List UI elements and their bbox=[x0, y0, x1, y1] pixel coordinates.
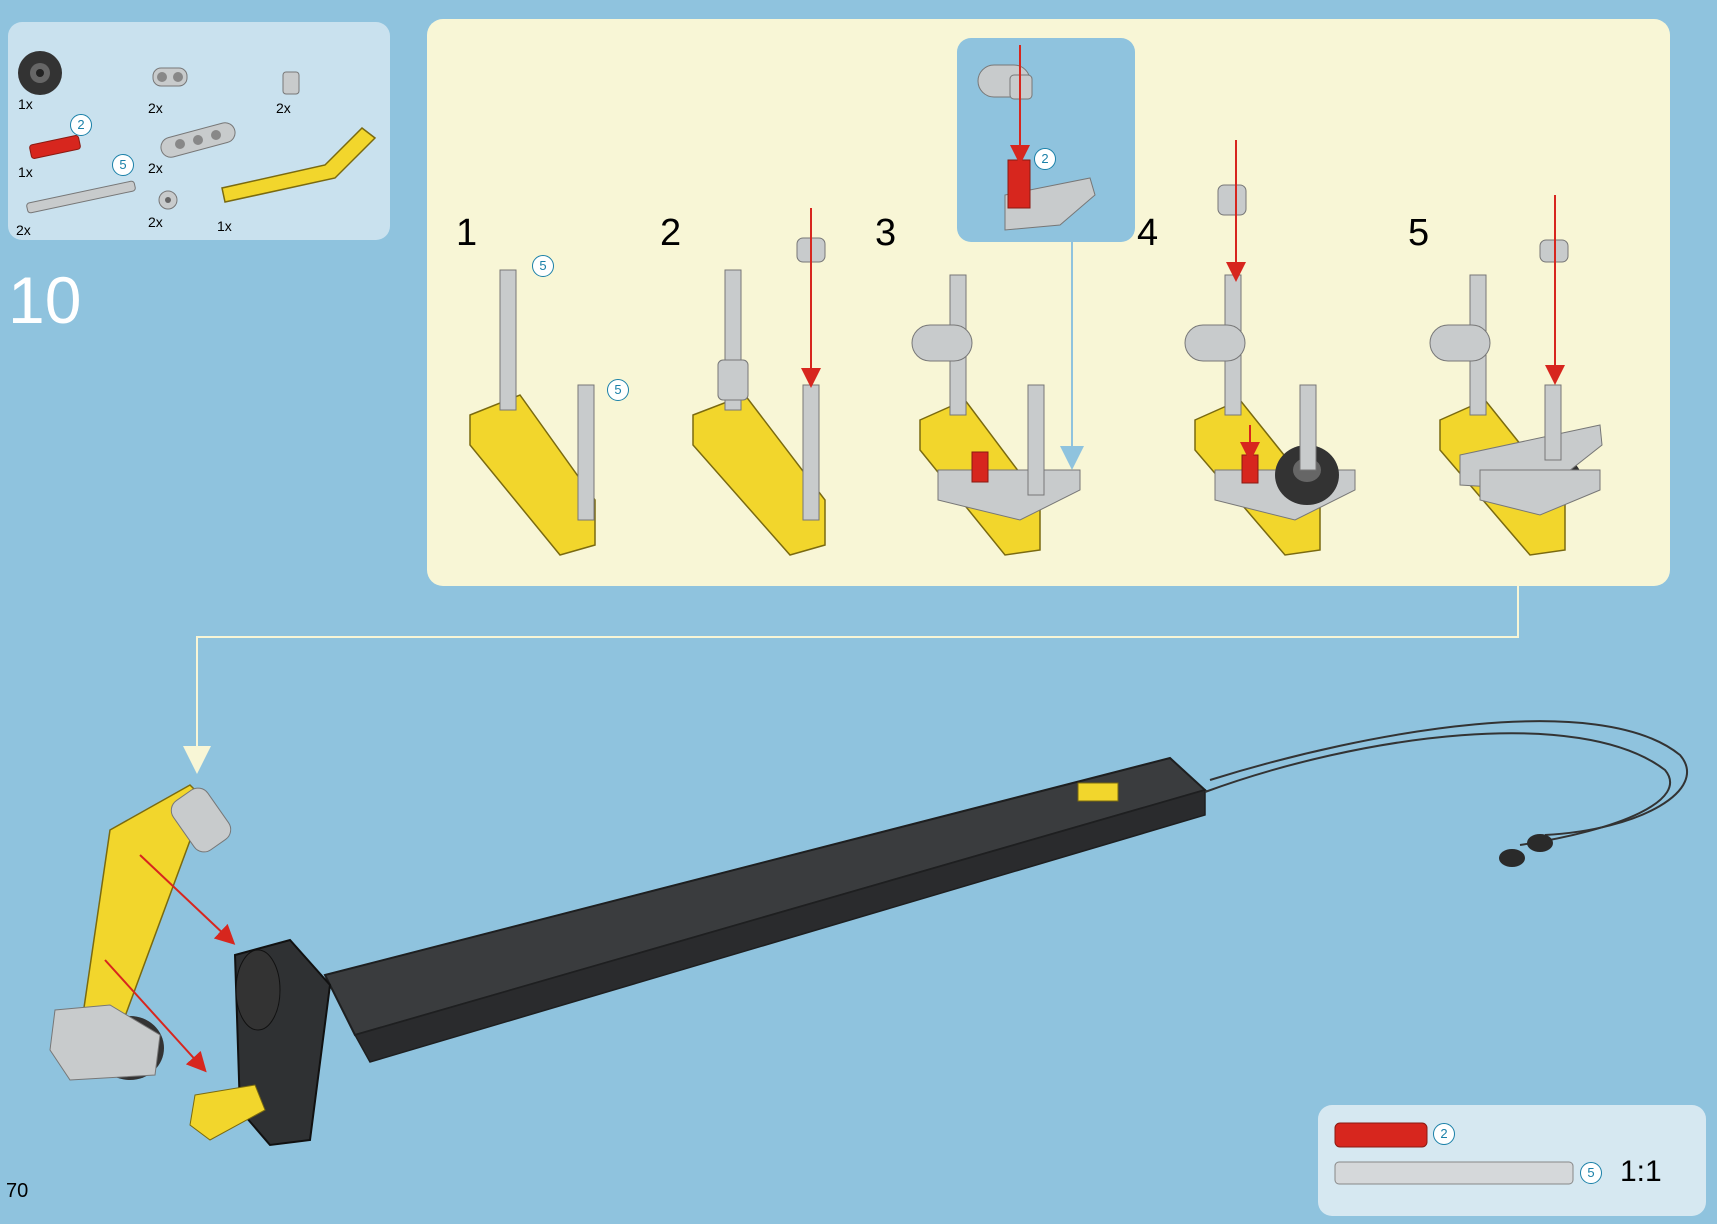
substep-number: 1 bbox=[456, 212, 478, 254]
red-axle-icon bbox=[29, 135, 81, 159]
length-callout-badge: 2 bbox=[1433, 1123, 1455, 1145]
bushing-icon bbox=[282, 71, 300, 95]
substep-number: 5 bbox=[1408, 212, 1430, 254]
substep-3-model bbox=[911, 274, 1081, 556]
substep-1-model bbox=[469, 269, 596, 556]
attached-subassembly-model bbox=[49, 784, 266, 1141]
parts-qty: 2x bbox=[16, 222, 31, 238]
page-number: 70 bbox=[6, 1180, 29, 1202]
main-step-number: 10 bbox=[8, 263, 82, 337]
substep-4-model bbox=[1184, 140, 1356, 556]
main-crane-boom-model bbox=[233, 720, 1688, 1147]
length-callout-badge: 2 bbox=[70, 114, 92, 136]
yellow-bent-beam-icon bbox=[221, 127, 377, 203]
substep-number: 4 bbox=[1137, 212, 1159, 254]
length-callout-badge: 5 bbox=[607, 379, 629, 401]
length-callout-badge: 5 bbox=[112, 154, 134, 176]
beam-3-icon bbox=[160, 122, 236, 158]
scale-label: 1:1 bbox=[1620, 1155, 1662, 1188]
axle-5-icon bbox=[26, 180, 136, 214]
axle-pin-connector-icon bbox=[152, 67, 188, 87]
substep-5-model bbox=[1429, 195, 1603, 556]
parts-qty: 2x bbox=[148, 160, 163, 176]
wheel-rim-icon bbox=[18, 51, 62, 95]
subassembly-connector-line bbox=[183, 586, 1519, 774]
length-callout-badge: 5 bbox=[1580, 1162, 1602, 1184]
length-callout-badge: 2 bbox=[1034, 148, 1056, 170]
parts-qty: 2x bbox=[148, 214, 163, 230]
parts-qty: 2x bbox=[148, 100, 163, 116]
substep-number: 3 bbox=[875, 212, 897, 254]
substep-number: 2 bbox=[660, 212, 682, 254]
inset-detail-model bbox=[977, 45, 1096, 231]
parts-qty: 1x bbox=[18, 96, 33, 112]
length-callout-badge: 5 bbox=[532, 255, 554, 277]
scale-red-axle-2-icon bbox=[1334, 1122, 1428, 1148]
scale-grey-axle-5-icon bbox=[1334, 1161, 1574, 1185]
half-bushing-icon bbox=[158, 190, 178, 210]
parts-qty: 1x bbox=[18, 164, 33, 180]
parts-qty: 2x bbox=[276, 100, 291, 116]
substep-2-model bbox=[692, 208, 826, 556]
parts-qty: 1x bbox=[217, 218, 232, 234]
